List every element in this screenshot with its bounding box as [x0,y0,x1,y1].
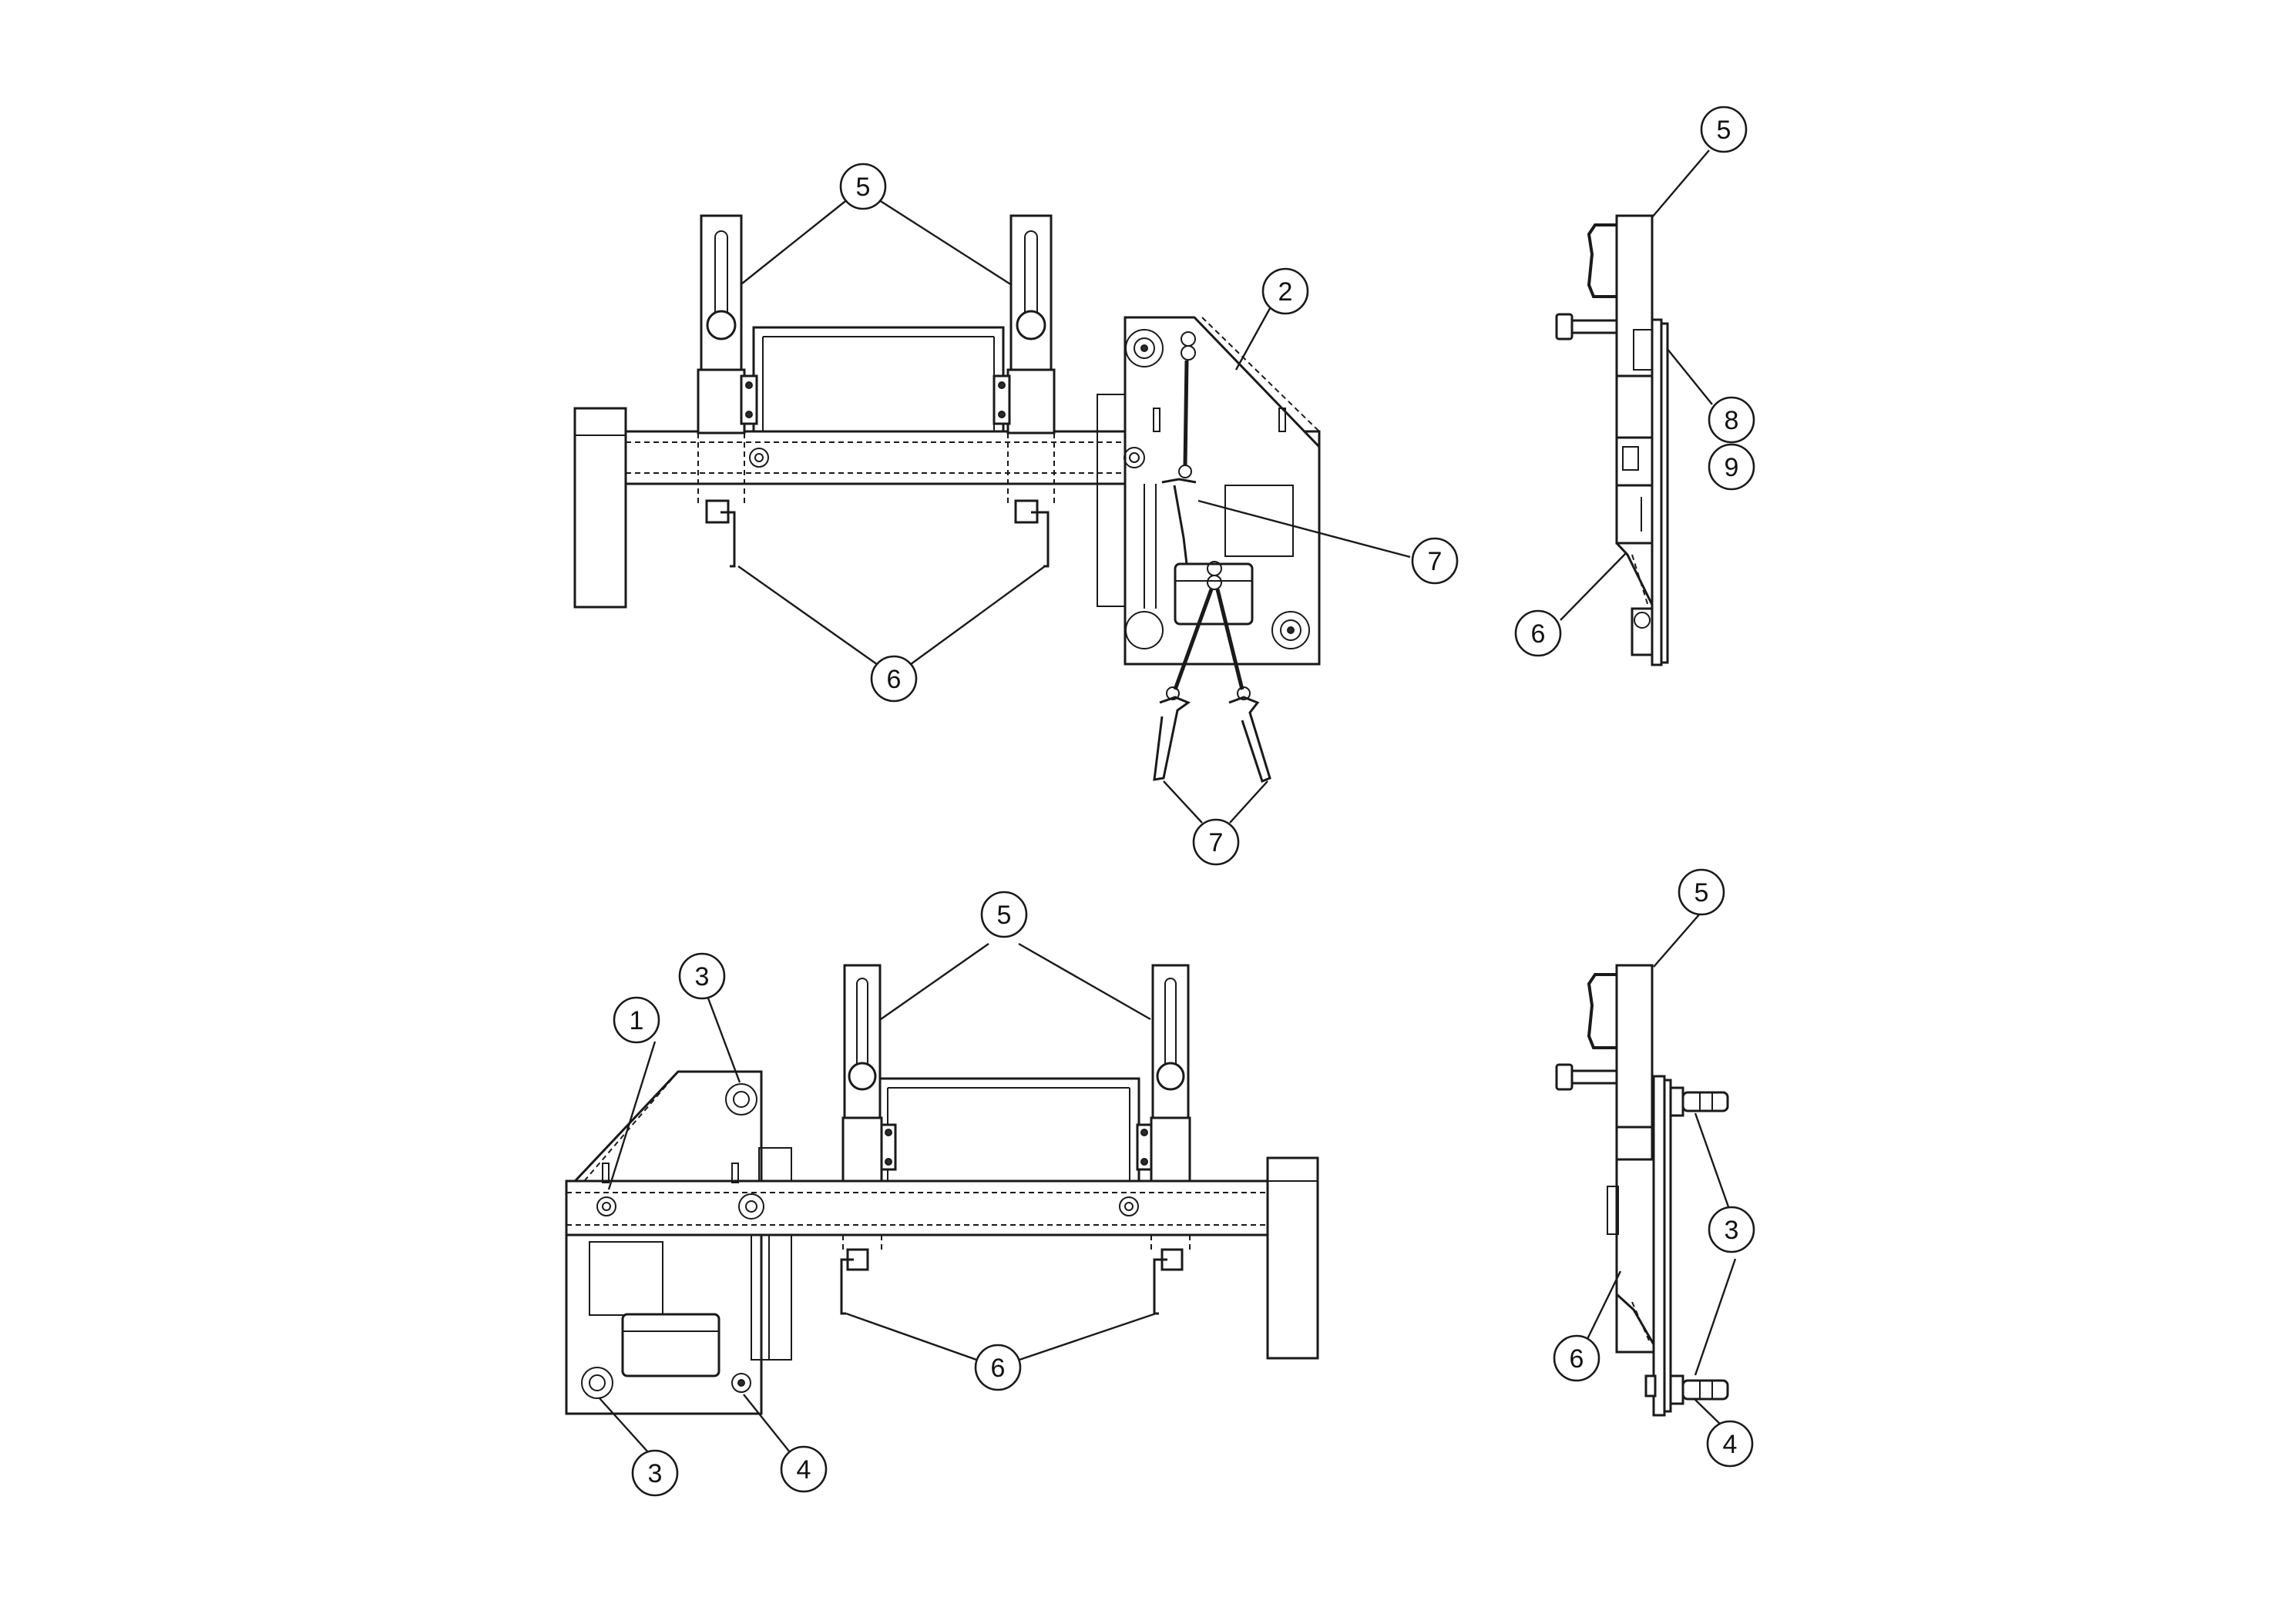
svg-text:6: 6 [1570,1344,1584,1374]
svg-text:4: 4 [1723,1430,1738,1459]
callout-bot-3b: 3 [631,1449,679,1497]
callout-bot-3a: 3 [678,952,726,1000]
svg-text:6: 6 [991,1354,1006,1383]
callout-side2-6: 6 [1553,1334,1600,1382]
callout-bubbles: 5 2 7 6 7 5 8 9 6 5 3 1 6 3 4 5 3 6 4 [613,106,1755,1497]
callout-side2-4: 4 [1706,1420,1754,1468]
svg-text:3: 3 [648,1459,663,1488]
svg-text:3: 3 [695,962,710,992]
svg-text:7: 7 [1428,547,1443,576]
svg-text:1: 1 [630,1006,644,1035]
callout-side1-5: 5 [1700,106,1748,153]
callout-side2-3: 3 [1708,1206,1755,1253]
bottom-side-view [1555,964,1729,1417]
top-side-view [1555,214,1669,666]
svg-text:7: 7 [1209,828,1224,857]
svg-text:3: 3 [1725,1216,1739,1245]
svg-text:5: 5 [856,173,871,202]
bottom-front-view [565,964,1319,1415]
svg-text:5: 5 [997,901,1012,930]
callout-top-6: 6 [870,655,918,703]
callout-top-5: 5 [839,163,887,210]
callout-side1-6: 6 [1514,609,1562,657]
callout-top-7a: 7 [1411,537,1459,585]
svg-text:6: 6 [1531,619,1546,649]
callout-side1-9: 9 [1708,443,1755,491]
leader-lines [599,149,1737,1454]
callout-bot-5: 5 [980,891,1028,938]
svg-text:2: 2 [1278,277,1293,307]
callout-side1-8: 8 [1708,396,1755,444]
callout-top-2: 2 [1261,267,1309,315]
svg-text:4: 4 [797,1455,811,1485]
top-front-view [573,214,1321,783]
callout-bot-1: 1 [613,996,660,1044]
callout-bot-6: 6 [974,1344,1022,1391]
svg-text:5: 5 [1717,116,1731,145]
callout-side2-5: 5 [1678,868,1725,916]
svg-text:5: 5 [1694,878,1709,908]
callout-top-7b: 7 [1192,818,1240,866]
callout-bot-4: 4 [780,1445,828,1493]
svg-text:8: 8 [1725,406,1739,435]
svg-text:6: 6 [887,665,902,694]
svg-text:9: 9 [1725,453,1739,482]
